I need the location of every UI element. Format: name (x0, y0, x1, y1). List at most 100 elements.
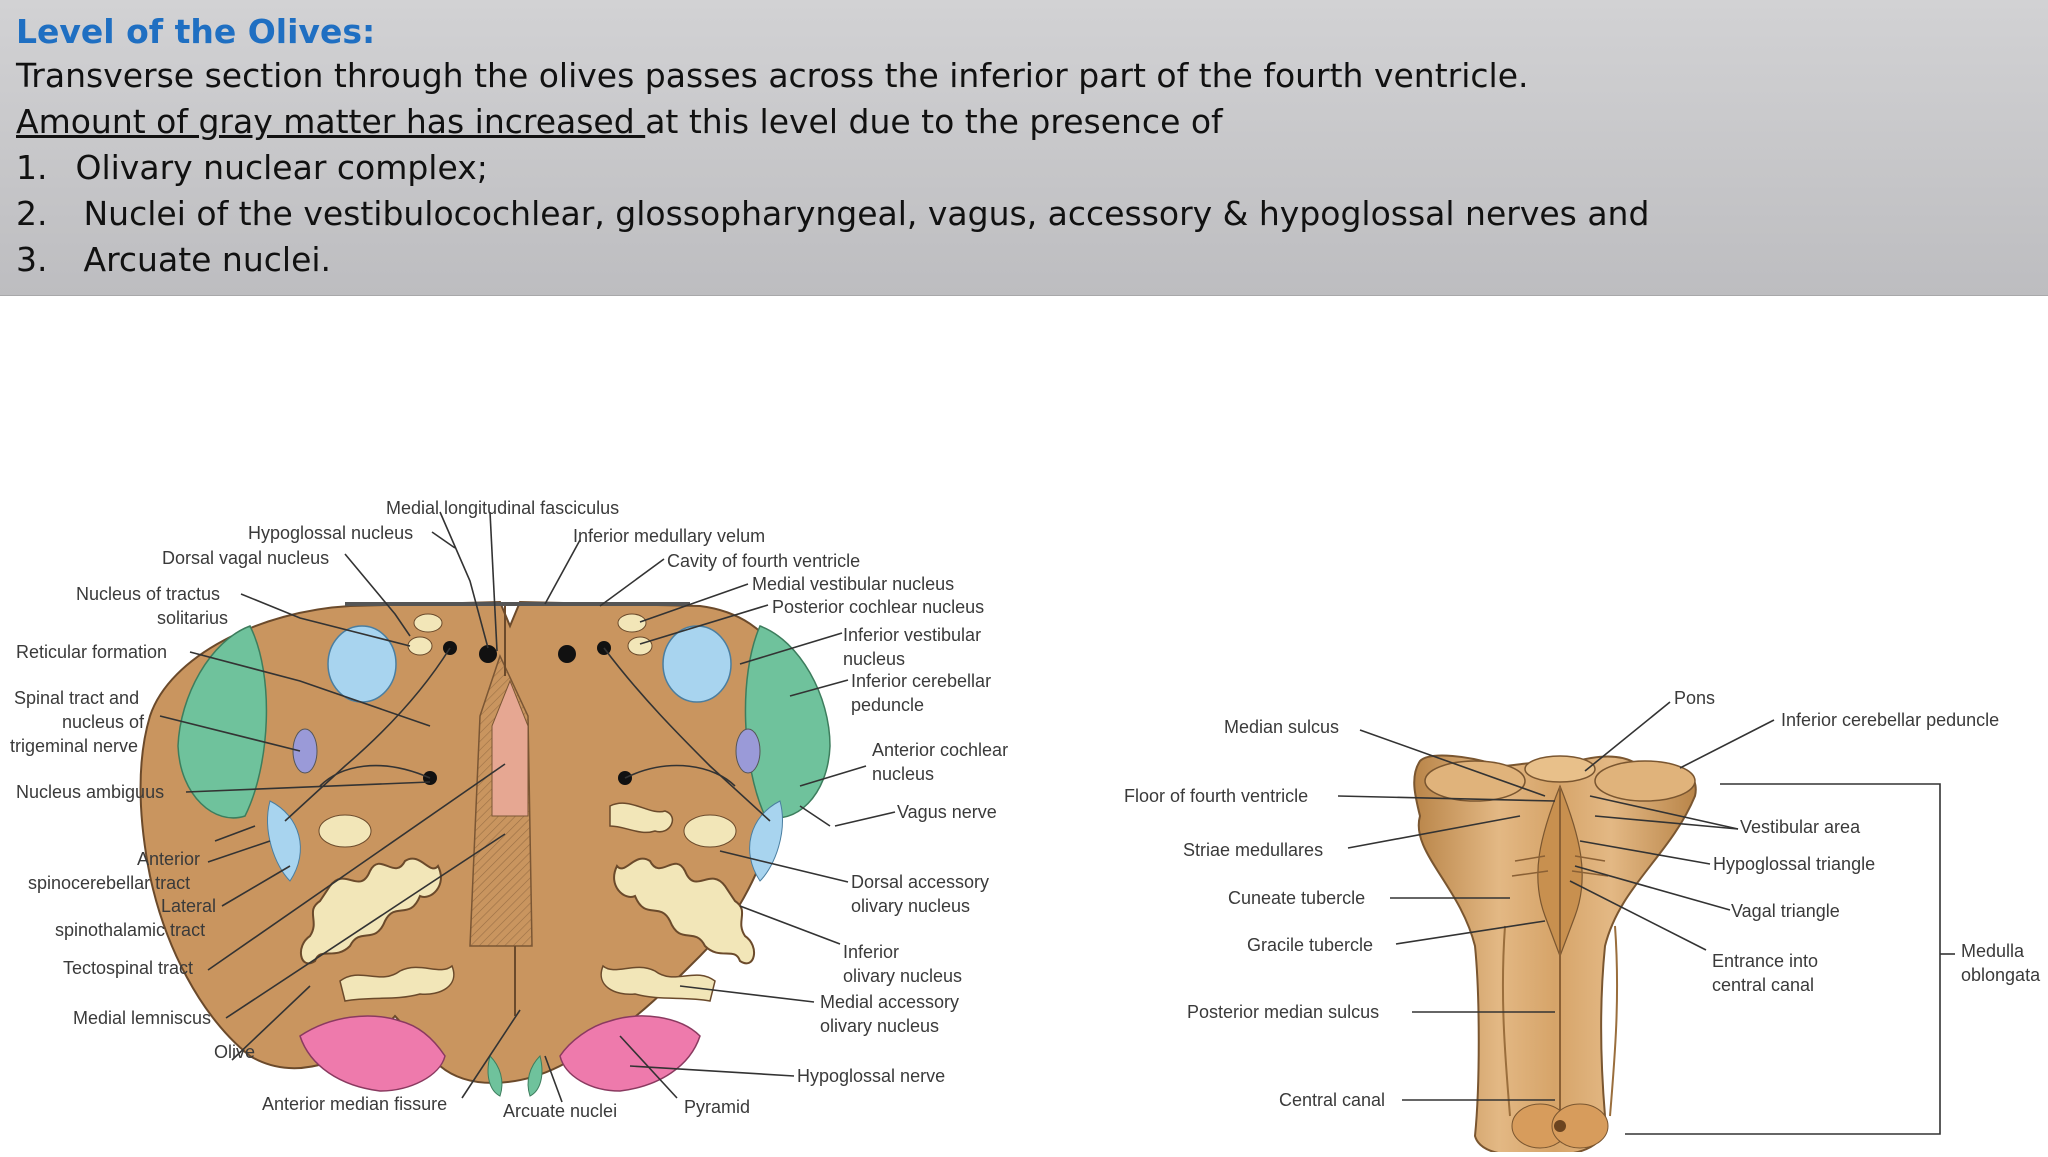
hypoglossal-dot-right (558, 645, 576, 663)
label-inferior-olivary-2: olivary nucleus (843, 966, 962, 986)
label-spinal-trigeminal-1: Spinal tract and (14, 688, 139, 708)
pyramid-right (559, 1015, 701, 1092)
label-medulla-1: Medulla (1961, 941, 2025, 961)
list-number: 1. (16, 148, 48, 187)
label-posterior-cochlear-nucleus: Posterior cochlear nucleus (772, 597, 984, 617)
label-hypoglossal-nucleus: Hypoglossal nucleus (248, 523, 413, 543)
hypoglossal-dot-left (479, 645, 497, 663)
vestibular-nucleus-right (662, 625, 732, 703)
label-pyramid: Pyramid (684, 1097, 750, 1117)
label-inferior-olivary-1: Inferior (843, 942, 899, 962)
label-tractus-solitarius-2: solitarius (157, 608, 228, 628)
label-gracile-tubercle: Gracile tubercle (1247, 935, 1373, 955)
brainstem-dorsal-view (1413, 754, 1697, 1157)
raphe-pink (491, 679, 529, 817)
label-medial-lemniscus: Medial lemniscus (73, 1008, 211, 1028)
underlined-phrase: Amount of gray matter has increased (16, 102, 646, 141)
ambiguus-fiber-right (624, 764, 736, 787)
label-anterior-cochlear-1: Anterior cochlear (872, 740, 1008, 760)
slide-title: Level of the Olives: (16, 12, 376, 51)
label-inferior-medullary-velum: Inferior medullary velum (573, 526, 765, 546)
label-striae-medullares: Striae medullares (1183, 840, 1323, 860)
brainstem-labels: Pons Median sulcus Inferior cerebellar p… (1124, 688, 2041, 1110)
medial-accessory-olivary-left (339, 964, 455, 1002)
label-inferior-vestibular-1: Inferior vestibular (843, 625, 981, 645)
label-median-sulcus: Median sulcus (1224, 717, 1339, 737)
label-anterior-spinocerebellar-1: Anterior (137, 849, 200, 869)
vagus-fiber-left (284, 647, 451, 822)
vestibular-nucleus-left (327, 625, 397, 703)
label-spinal-trigeminal-2: nucleus of (62, 712, 145, 732)
medial-accessory-olivary-right (600, 964, 716, 1002)
left-peduncle-cut (1424, 760, 1526, 802)
vagus-fiber-right (603, 647, 771, 822)
cochlear-nucleus-right-1 (617, 613, 647, 633)
label-entrance-central-canal-1: Entrance into (1712, 951, 1818, 971)
vagus-root-right (799, 805, 831, 827)
label-cuneate-tubercle: Cuneate tubercle (1228, 888, 1365, 908)
list-text: Olivary nuclear complex; (75, 148, 488, 187)
spinal-trigeminal-left (292, 728, 318, 774)
pons-cut (1524, 755, 1596, 783)
label-reticular-formation: Reticular formation (16, 642, 167, 662)
dorsal-accessory-olivary-right (609, 802, 674, 834)
cuneate-right (683, 814, 737, 848)
cochlear-nucleus-left-1 (413, 613, 443, 633)
list-number: 3. (16, 240, 48, 279)
section-leader-lines (159, 511, 896, 1103)
label-mlf: Medial longitudinal fasciculus (386, 498, 619, 518)
label-anterior-spinocerebellar-2: spinocerebellar tract (28, 873, 190, 893)
label-inferior-cerebellar-1: Inferior cerebellar (851, 671, 991, 691)
label-cavity-fourth-ventricle: Cavity of fourth ventricle (667, 551, 860, 571)
cuneate-edge-left (1501, 925, 1511, 1117)
label-vagus-nerve: Vagus nerve (897, 802, 997, 822)
label-lateral-spinothalamic-2: spinothalamic tract (55, 920, 205, 940)
list-item-2: 2. Nuclei of the vestibulocochlear, gloss… (16, 194, 1649, 233)
description-line: Transverse section through the olives pa… (16, 56, 1529, 95)
slide-header: Level of the Olives: Transverse section … (0, 0, 2048, 296)
label-spinal-trigeminal-3: trigeminal nerve (10, 736, 138, 756)
label-posterior-median-sulcus: Posterior median sulcus (1187, 1002, 1379, 1022)
list-number: 2. (16, 194, 48, 233)
label-nucleus-ambiguus: Nucleus ambiguus (16, 782, 164, 802)
label-medial-accessory-1: Medial accessory (820, 992, 959, 1012)
pyramid-left (299, 1015, 446, 1092)
label-tractus-solitarius-1: Nucleus of tractus (76, 584, 220, 604)
list-text: Nuclei of the vestibulocochlear, glossop… (83, 194, 1650, 233)
inferior-olivary-nucleus-right (613, 857, 755, 965)
label-vestibular-area: Vestibular area (1740, 817, 1861, 837)
label-tectospinal-tract: Tectospinal tract (63, 958, 193, 978)
bottom-cut-right (1551, 1103, 1609, 1149)
right-peduncle-cut (1594, 760, 1696, 802)
striae-medullares-lines (1511, 855, 1609, 877)
label-anterior-cochlear-2: nucleus (872, 764, 934, 784)
inferior-cerebellar-peduncle-left (177, 625, 268, 819)
label-inferior-vestibular-2: nucleus (843, 649, 905, 669)
label-arcuate-nuclei: Arcuate nuclei (503, 1101, 617, 1121)
label-floor-fourth-ventricle: Floor of fourth ventricle (1124, 786, 1308, 806)
medulla-section-diagram (139, 600, 831, 1097)
cochlear-nucleus-left-2 (407, 636, 433, 656)
list-item-3: 3.Arcuate nuclei. (16, 240, 331, 279)
anterior-spinocerebellar-right (749, 800, 783, 882)
inferior-olivary-nucleus-left (300, 857, 442, 965)
label-hypoglossal-nerve: Hypoglossal nerve (797, 1066, 945, 1086)
label-dorsal-vagal-nucleus: Dorsal vagal nucleus (162, 548, 329, 568)
label-entrance-central-canal-2: central canal (1712, 975, 1814, 995)
label-medial-vestibular-nucleus: Medial vestibular nucleus (752, 574, 954, 594)
section-labels: Medial longitudinal fasciculus Hypogloss… (10, 498, 1008, 1121)
label-inferior-cerebellar-2: peduncle (851, 695, 924, 715)
label-dorsal-accessory-1: Dorsal accessory (851, 872, 989, 892)
label-medial-accessory-2: olivary nucleus (820, 1016, 939, 1036)
anterior-spinocerebellar-left (267, 800, 301, 882)
brainstem-leader-lines (1337, 701, 1955, 1135)
label-lateral-spinothalamic-1: Lateral (161, 896, 216, 916)
ambiguus-fiber-left (319, 764, 431, 787)
figure-area: Medial longitudinal fasciculus Hypogloss… (0, 296, 2048, 1157)
label-anterior-median-fissure: Anterior median fissure (262, 1094, 447, 1114)
spinal-trigeminal-right (735, 728, 761, 774)
label-central-canal: Central canal (1279, 1090, 1385, 1110)
label-olive: Olive (214, 1042, 255, 1062)
figure-svg: Medial longitudinal fasciculus Hypogloss… (10, 498, 2041, 1157)
label-pons: Pons (1674, 688, 1715, 708)
